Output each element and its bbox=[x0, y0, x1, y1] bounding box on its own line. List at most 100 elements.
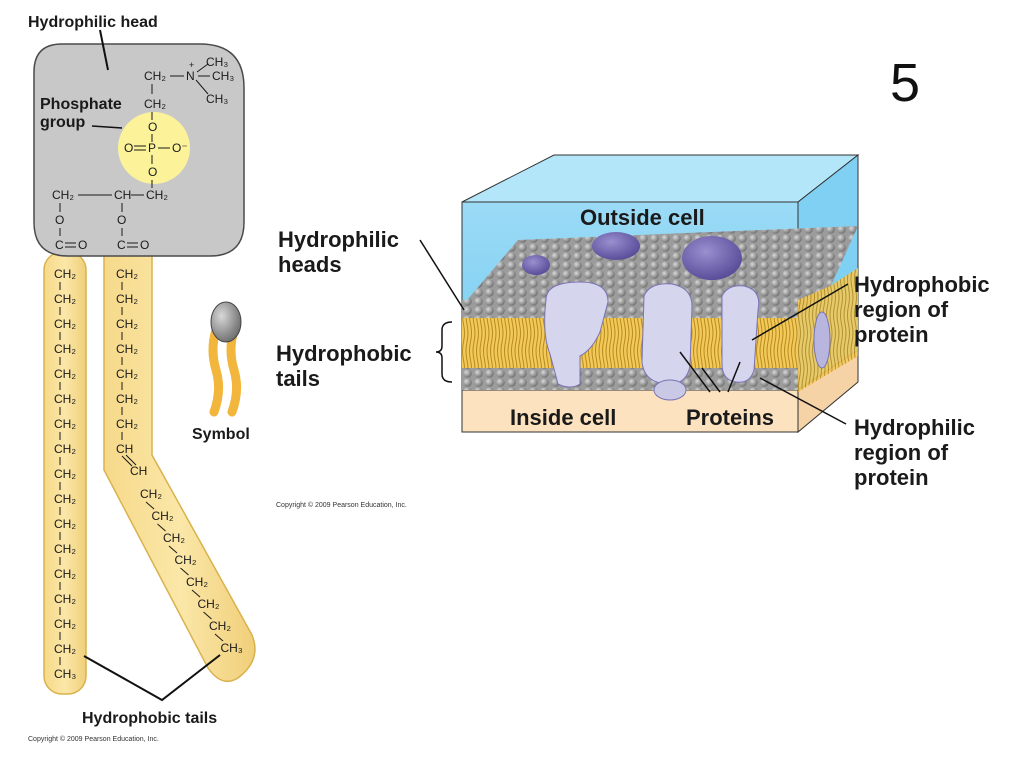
chem-carbonyl-o-right: O bbox=[140, 238, 149, 252]
membrane-leader-lines bbox=[419, 239, 849, 425]
protein-transmembrane-1 bbox=[544, 281, 609, 388]
phosphate-group-label: Phosphate group bbox=[40, 96, 122, 131]
chain-bond bbox=[203, 611, 212, 620]
chem-phosphate-o-top: O bbox=[148, 120, 157, 134]
chain-unit: CH₂ bbox=[140, 487, 162, 501]
copyright-right: Copyright © 2009 Pearson Education, Inc. bbox=[276, 502, 407, 509]
chem-ester-o-left: O bbox=[55, 213, 64, 227]
chem-methyl-3: CH₃ bbox=[206, 92, 228, 106]
water-top-face bbox=[461, 154, 860, 203]
protein-surface-1 bbox=[592, 232, 640, 260]
chain-bond bbox=[125, 454, 137, 466]
hydrophilic-heads-label: Hydrophilic heads bbox=[278, 227, 400, 277]
chain-unit: CH₂ bbox=[116, 317, 138, 331]
hydrophilic-region-leader bbox=[759, 377, 847, 425]
chain-unit: CH₂ bbox=[54, 542, 76, 556]
chain-double-bond-ch: CH bbox=[116, 442, 133, 456]
fatty-acid-chain-left: CH₂ CH₂ CH₂ CH₂ CH₂ CH₂ CH₂ CH₂ CH₂ CH₂ CH₂ CH₂ CH₂ C… bbox=[54, 267, 76, 681]
outside-cell-label: Outside cell bbox=[580, 205, 705, 230]
chain-unit: CH₂ bbox=[54, 392, 76, 406]
chem-phosphate-o-minus: O⁻ bbox=[172, 141, 188, 155]
chain-unit: CH₂ bbox=[54, 417, 76, 431]
membrane-proteins bbox=[522, 232, 831, 401]
chain-double-bond-ch: CH bbox=[130, 464, 147, 478]
proteins-label: Proteins bbox=[686, 405, 775, 430]
tails-leader-line bbox=[83, 654, 221, 702]
slide-number: 5 bbox=[890, 53, 921, 113]
chem-glycerol-ch2-right: CH₂ bbox=[146, 188, 168, 202]
chain-unit: CH₂ bbox=[116, 292, 138, 306]
chem-phosphate-o-bottom: O bbox=[148, 165, 157, 179]
hydrophobic-tails-label: Hydrophobic tails bbox=[276, 341, 412, 391]
phosphate-leader-line bbox=[91, 125, 123, 129]
chain-unit: CH₂ bbox=[116, 342, 138, 356]
protein-side bbox=[813, 311, 831, 369]
chain-bond bbox=[121, 455, 133, 467]
chain-unit: CH₂ bbox=[54, 467, 76, 481]
chain-unit: CH₂ bbox=[54, 642, 76, 656]
chain-end: CH₃ bbox=[221, 641, 243, 655]
chain-end: CH₃ bbox=[54, 667, 76, 681]
hydrophobic-region-leader bbox=[751, 283, 849, 341]
chain-unit: CH₂ bbox=[54, 317, 76, 331]
chain-unit: CH₂ bbox=[54, 517, 76, 531]
chain-bond bbox=[168, 545, 178, 554]
hydrophobic-tails-bottom-label: Hydrophobic tails bbox=[82, 710, 218, 727]
protein-surface-3 bbox=[522, 255, 550, 275]
symbol-label: Symbol bbox=[192, 426, 250, 443]
chem-carbonyl-c-left: C bbox=[55, 238, 64, 252]
chem-methyl-1: CH₃ bbox=[206, 55, 228, 69]
phospholipid-symbol bbox=[208, 301, 242, 417]
chem-nitrogen-charge: + bbox=[189, 60, 194, 70]
tail-right-band bbox=[103, 251, 256, 683]
chain-unit: CH₂ bbox=[54, 617, 76, 631]
protein-transmembrane-2 bbox=[641, 283, 693, 385]
chain-unit: CH₂ bbox=[54, 342, 76, 356]
chem-methyl-2: CH₃ bbox=[212, 69, 234, 83]
chem-glycerol-ch2-left: CH₂ bbox=[52, 188, 74, 202]
chem-carbonyl-o-left: O bbox=[78, 238, 87, 252]
chem-choline-ch2: CH₂ bbox=[144, 69, 166, 83]
chain-unit: CH₂ bbox=[54, 492, 76, 506]
chain-unit: CH₂ bbox=[116, 267, 138, 281]
chain-bond bbox=[180, 567, 189, 576]
chem-ester-o-right: O bbox=[117, 213, 126, 227]
phosphate-highlight bbox=[118, 112, 190, 184]
hydrophilic-region-label: Hydrophilic region of protein bbox=[854, 415, 976, 490]
chem-phosphorus: P bbox=[148, 141, 156, 155]
chain-bond bbox=[214, 633, 224, 642]
chem-choline-ch2-2: CH₂ bbox=[144, 97, 166, 111]
chain-unit: CH₂ bbox=[198, 597, 220, 611]
chain-unit: CH₂ bbox=[175, 553, 197, 567]
proteins-leader-1 bbox=[679, 351, 711, 393]
chain-unit: CH₂ bbox=[54, 442, 76, 456]
chem-nitrogen: N bbox=[186, 69, 195, 83]
chem-carbonyl-c-right: C bbox=[117, 238, 126, 252]
head-chemistry: CH₂ N + CH₃ CH₃ CH₃ CH₂ O O P O⁻ O CH₂ bbox=[52, 55, 234, 252]
chain-bond bbox=[191, 589, 201, 598]
chain-bond bbox=[145, 501, 155, 510]
chain-unit: CH₂ bbox=[54, 592, 76, 606]
chem-glycerol-ch: CH bbox=[114, 188, 131, 202]
hydrophobic-region-label: Hydrophobic region of protein bbox=[854, 272, 990, 347]
chain-unit: CH₂ bbox=[116, 367, 138, 381]
hydrophilic-head-label: Hydrophilic head bbox=[28, 14, 158, 31]
chain-unit: CH₂ bbox=[116, 417, 138, 431]
chain-unit: CH₂ bbox=[54, 267, 76, 281]
chain-unit: CH₂ bbox=[163, 531, 185, 545]
chain-unit: CH₂ bbox=[152, 509, 174, 523]
heads-leader bbox=[419, 239, 465, 311]
protein-lower-bulge bbox=[653, 379, 687, 401]
chain-unit: CH₂ bbox=[186, 575, 208, 589]
chain-unit: CH₂ bbox=[116, 392, 138, 406]
head-leader-line bbox=[99, 29, 109, 71]
proteins-leader-3 bbox=[727, 361, 741, 393]
chain-unit: CH₂ bbox=[209, 619, 231, 633]
chain-unit: CH₂ bbox=[54, 367, 76, 381]
protein-transmembrane-3 bbox=[721, 285, 760, 383]
phospholipid-molecule: CH₂ N + CH₃ CH₃ CH₃ CH₂ O O P O⁻ O CH₂ bbox=[33, 29, 256, 702]
proteins-leader-2 bbox=[701, 367, 721, 393]
membrane-block bbox=[419, 153, 860, 434]
chain-bond bbox=[157, 523, 166, 532]
